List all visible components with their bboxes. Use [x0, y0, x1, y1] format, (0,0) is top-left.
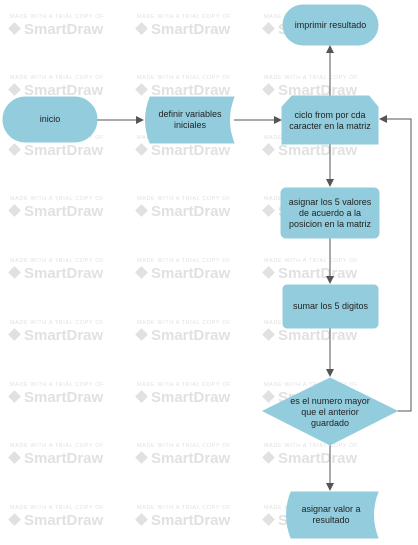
node-sumar-label: sumar los 5 digitos: [292, 301, 369, 311]
node-asignarvalor-label: asignar valor a resultado: [301, 504, 361, 525]
node-asignarvalor-shape[interactable]: [286, 491, 379, 539]
edge-decision-loop-ciclo: [379, 115, 412, 412]
node-inicio-label: inicio: [39, 114, 61, 124]
node-sumar-shape[interactable]: [282, 284, 379, 329]
node-asignar5-shape[interactable]: [280, 187, 380, 239]
node-imprimir-shape[interactable]: [282, 4, 379, 46]
node-decision-label: es el numero mayor que el anterior guard…: [290, 395, 370, 428]
node-definir-label: definir variables iniciales: [158, 109, 222, 130]
node-decision-shape[interactable]: [261, 377, 399, 446]
node-definir-shape[interactable]: [145, 96, 235, 144]
node-asignar5-label: asignar los 5 valores de acuerdo a la po…: [288, 196, 372, 229]
node-ciclo-shape[interactable]: [281, 95, 379, 145]
node-imprimir-label: imprimir resultado: [294, 19, 367, 30]
node-inicio-shape[interactable]: [2, 96, 98, 143]
nodes: [2, 4, 399, 539]
node-ciclo-label: ciclo from por cda caracter en la matriz: [289, 110, 371, 131]
edges: [97, 45, 412, 491]
